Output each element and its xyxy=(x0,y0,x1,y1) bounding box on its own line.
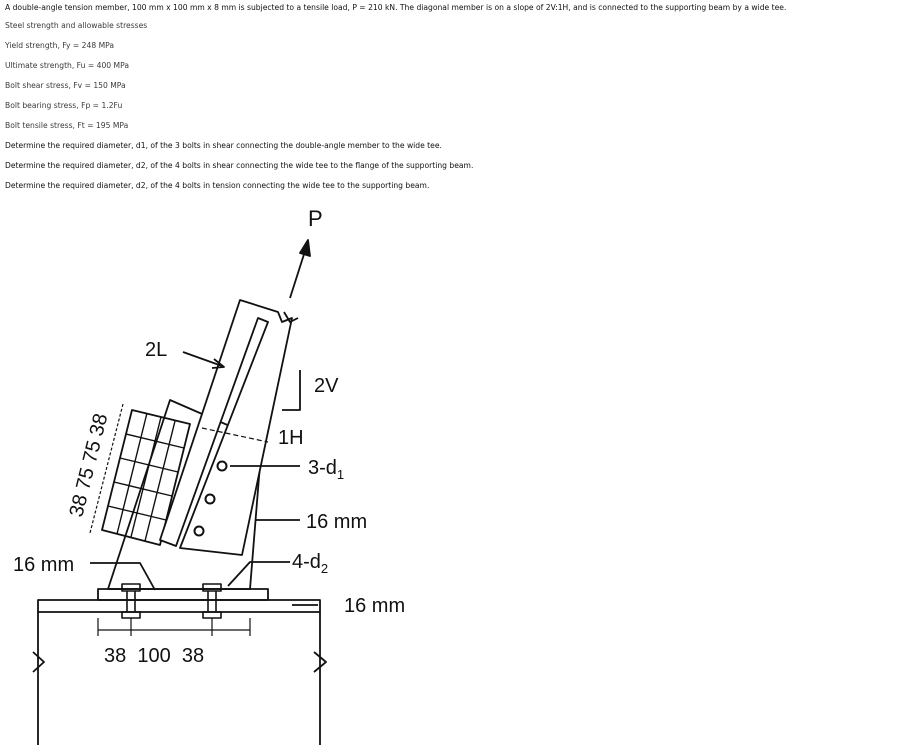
member-label-leader xyxy=(182,351,223,367)
double-angle-member xyxy=(159,299,293,556)
beam-flange-label: 16 mm xyxy=(344,595,405,617)
problem-text: A double-angle tension member, 100 mm x … xyxy=(5,0,910,196)
bolt-grid xyxy=(107,412,185,542)
d2-leader xyxy=(227,561,290,587)
question-1: Determine the required diameter, d1, of … xyxy=(5,141,442,150)
stem-thickness-label: 16 mm xyxy=(306,511,367,533)
problem-statement: A double-angle tension member, 100 mm x … xyxy=(5,3,787,12)
slope-v-label: 2V xyxy=(314,375,339,397)
question-3: Determine the required diameter, d2, of … xyxy=(5,181,430,190)
beam-top-flange xyxy=(37,599,321,613)
bolts-d2-label: 4-d2 xyxy=(292,551,328,576)
bolt-d1-3 xyxy=(193,525,205,537)
member-end-hidden-line xyxy=(201,427,269,443)
slope-triangle xyxy=(282,370,301,411)
flange-thickness-label: 16 mm xyxy=(13,554,74,576)
bolt-tensile-stress: Bolt tensile stress, Ft = 195 MPa xyxy=(5,121,129,130)
base-spacing-label: 38 100 38 xyxy=(104,645,204,667)
flange-thickness-leader xyxy=(90,562,156,591)
load-label: P xyxy=(308,206,323,231)
angle-spacing-dimension xyxy=(89,403,124,534)
bolt-d1-1 xyxy=(216,460,228,472)
yield-strength: Yield strength, Fy = 248 MPa xyxy=(5,41,115,50)
bolt-bearing-stress: Bolt bearing stress, Fp = 1.2Fu xyxy=(5,101,123,110)
bolts-d1-label: 3-d1 xyxy=(308,457,344,482)
steel-heading: Steel strength and allowable stresses xyxy=(5,21,148,30)
question-2: Determine the required diameter, d2, of … xyxy=(5,161,474,170)
member-label-arrowhead xyxy=(211,358,225,369)
load-arrow-shaft xyxy=(289,247,307,299)
member-break xyxy=(283,311,299,323)
angle-leg-outline xyxy=(101,409,191,546)
bolt-shear-stress: Bolt shear stress, Fv = 150 MPa xyxy=(5,81,126,90)
slope-h-label: 1H xyxy=(278,427,304,449)
break-line-left xyxy=(32,651,45,673)
break-line-right xyxy=(313,651,327,673)
ultimate-strength: Ultimate strength, Fu = 400 MPa xyxy=(5,61,129,70)
connection-diagram: P 2L 2V 1H 3-d1 16 mm 4-d2 16 mm 16 mm 3… xyxy=(13,206,405,745)
base-dimension xyxy=(97,618,251,636)
angle-spacing-label: 38 75 75 38 xyxy=(66,411,113,519)
member-label: 2L xyxy=(145,339,167,361)
load-arrow-head xyxy=(299,239,311,257)
bolt-d1-2 xyxy=(204,493,216,505)
